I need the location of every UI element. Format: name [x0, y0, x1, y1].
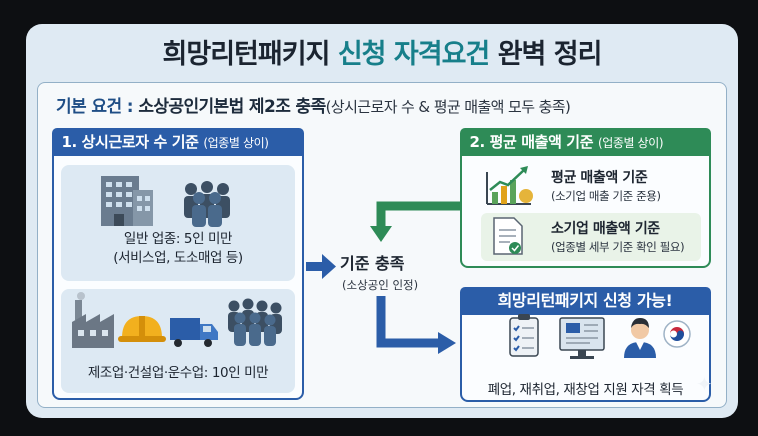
basic-detail: (상시근로자 수 & 평균 매출액 모두 충족) — [325, 98, 571, 116]
title-part3: 완벽 정리 — [497, 39, 603, 70]
employee-criteria-note: (업종별 상이) — [203, 135, 269, 150]
eligible-header: 희망리턴패키지 신청 가능! — [459, 286, 711, 315]
employee-criteria-title: 1. 상시근로자 수 기준 — [61, 132, 199, 151]
general-industry-text: 일반 업종: 5인 미만 (서비스업, 도소매업 등) — [61, 230, 295, 268]
small-biz-sales-title: 소기업 매출액 기준 — [551, 221, 660, 237]
sales-criteria-header: 2. 평균 매출액 기준 (업종별 상이) — [459, 127, 711, 156]
page-title: 희망리턴패키지 신청 자격요건 완벽 정리 — [26, 32, 738, 71]
document-icon — [493, 217, 523, 255]
arrow-to-center-icon — [306, 254, 336, 279]
truck-icon — [170, 318, 218, 347]
avg-sales-title: 평균 매출액 기준 — [551, 170, 648, 186]
growth-chart-icon — [486, 166, 533, 205]
hard-hat-icon — [118, 316, 166, 342]
title-part2: 신청 자격요건 — [337, 39, 490, 70]
employee-criteria-header: 1. 상시근로자 수 기준 (업종별 상이) — [51, 127, 304, 156]
office-building-icon — [101, 176, 153, 226]
factory-icon — [72, 292, 114, 348]
general-industry-line2: (서비스업, 도소매업 등) — [113, 250, 243, 266]
arrow-from-sales-icon — [370, 201, 460, 242]
sparkle-icon: ✦ — [696, 372, 713, 396]
title-part1: 희망리턴패키지 — [162, 39, 331, 70]
basic-label: 기본 요건 : — [56, 97, 134, 117]
avg-sales-item: 평균 매출액 기준 (소기업 매출 기준 준용) — [481, 163, 701, 211]
eligible-result-text: 폐업, 재취업, 재창업 지원 자격 획득 — [487, 382, 684, 398]
general-industry-line1: 일반 업종: 5인 미만 — [123, 231, 233, 247]
consultant-icon — [624, 318, 656, 358]
criteria-met-title: 기준 충족 — [340, 254, 405, 273]
crowd-icon — [228, 298, 282, 346]
korea-emblem-icon — [663, 320, 691, 348]
basic-law: 소상공인기본법 제2조 충족 — [138, 97, 326, 117]
sales-criteria-note: (업종별 상이) — [597, 135, 664, 150]
criteria-met-sub: (소상공인 인정) — [342, 278, 419, 292]
checklist-icon — [509, 314, 539, 357]
basic-requirement: 기본 요건 : 소상공인기본법 제2조 충족(상시근로자 수 & 평균 매출액 … — [56, 92, 571, 117]
sales-criteria-title: 2. 평균 매출액 기준 — [469, 132, 594, 151]
small-biz-sales-sub: (업종별 세부 기준 확인 필요) — [551, 240, 685, 254]
workers-group-icon — [184, 181, 230, 227]
manufacturing-text: 제조업·건설업·운수업: 10인 미만 — [87, 365, 269, 381]
arrow-to-eligible-icon — [376, 296, 456, 354]
avg-sales-sub: (소기업 매출 기준 준용) — [551, 189, 661, 203]
monitor-icon — [559, 317, 605, 359]
general-industry-box — [61, 165, 295, 281]
